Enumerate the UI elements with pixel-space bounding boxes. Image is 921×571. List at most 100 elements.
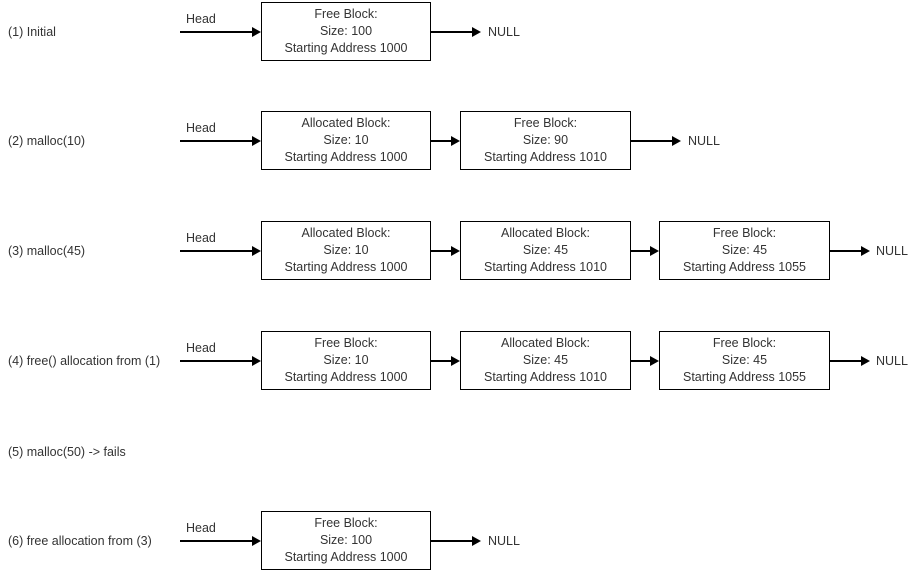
- head-label-4: Head: [186, 341, 216, 355]
- step-label-3: (3) malloc(45): [8, 244, 86, 258]
- block-line-3: Starting Address 1010: [484, 370, 607, 384]
- block-line-2: Size: 90: [522, 133, 569, 147]
- head-arrow-3-shaft: [180, 250, 253, 252]
- connector-arrow-4-1: [431, 355, 460, 366]
- step-label-4: (4) free() allocation from (1): [8, 354, 161, 368]
- head-arrow-6-shaft: [180, 540, 253, 542]
- step-label-2: (2) malloc(10): [8, 134, 86, 148]
- null-arrow-6: [431, 535, 481, 546]
- block-line-3: Starting Address 1000: [284, 370, 408, 384]
- block-line-3: Starting Address 1000: [284, 550, 408, 564]
- memory-block-4-3: Free Block: Size: 45 Starting Address 1055: [659, 331, 830, 390]
- memory-block-3-2: Allocated Block: Size: 45 Starting Address…: [460, 221, 631, 280]
- head-arrow-2-head: [252, 135, 261, 146]
- null-arrow-2-shaft: [631, 140, 673, 142]
- null-arrow-4: [830, 355, 870, 366]
- head-arrow-4-shaft: [180, 360, 253, 362]
- head-arrow-4-head: [252, 355, 261, 366]
- null-label-3: NULL: [876, 244, 908, 258]
- head-arrow-1-head: [252, 26, 261, 37]
- null-arrow-3-head: [861, 245, 870, 256]
- head-arrow-1-shaft: [180, 31, 253, 33]
- head-arrow-3: [180, 245, 261, 256]
- block-line-2: Size: 45: [721, 353, 768, 367]
- block-line-2: Size: 10: [323, 133, 369, 147]
- connector-arrow-4-2-head: [650, 355, 659, 366]
- head-arrow-4: [180, 355, 261, 366]
- connector-arrow-3-1: [431, 245, 460, 256]
- null-arrow-3-shaft: [830, 250, 862, 252]
- block-line-2: Size: 100: [319, 533, 373, 547]
- null-label-6: NULL: [488, 534, 520, 548]
- block-line-1: Allocated Block:: [301, 116, 391, 130]
- block-line-1: Free Block:: [314, 336, 378, 350]
- null-arrow-1: [431, 26, 481, 37]
- block-line-1: Allocated Block:: [501, 226, 590, 240]
- null-arrow-3: [830, 245, 870, 256]
- connector-arrow-2-1-shaft: [431, 140, 452, 142]
- block-line-2: Size: 10: [323, 243, 369, 257]
- null-arrow-1-shaft: [431, 31, 473, 33]
- step-label-6: (6) free allocation from (3): [8, 534, 152, 548]
- block-line-2: Size: 45: [721, 243, 768, 257]
- block-line-2: Size: 45: [522, 353, 569, 367]
- connector-arrow-3-2-head: [650, 245, 659, 256]
- head-label-3: Head: [186, 231, 216, 245]
- memory-block-2-1: Allocated Block: Size: 10 Starting Address…: [261, 111, 431, 170]
- null-label-4: NULL: [876, 354, 908, 368]
- null-arrow-4-head: [861, 355, 870, 366]
- step-label-5: (5) malloc(50) -> fails: [8, 445, 126, 459]
- connector-arrow-4-2: [631, 355, 659, 366]
- connector-arrow-4-1-head: [451, 355, 460, 366]
- connector-arrow-4-1-shaft: [431, 360, 452, 362]
- connector-arrow-3-2-shaft: [631, 250, 651, 252]
- null-label-2: NULL: [688, 134, 720, 148]
- block-line-3: Starting Address 1055: [683, 260, 806, 274]
- connector-arrow-2-1-head: [451, 135, 460, 146]
- head-arrow-2-shaft: [180, 140, 253, 142]
- block-line-3: Starting Address 1000: [284, 260, 408, 274]
- block-line-1: Allocated Block:: [301, 226, 391, 240]
- connector-arrow-3-1-head: [451, 245, 460, 256]
- connector-arrow-4-2-shaft: [631, 360, 651, 362]
- head-arrow-6: [180, 535, 261, 546]
- head-label-1: Head: [186, 12, 216, 26]
- null-arrow-4-shaft: [830, 360, 862, 362]
- block-line-2: Size: 100: [319, 24, 373, 38]
- block-line-1: Free Block:: [712, 226, 777, 240]
- block-line-2: Size: 45: [522, 243, 569, 257]
- head-label-6: Head: [186, 521, 216, 535]
- memory-block-2-2: Free Block: Size: 90 Starting Address 1010: [460, 111, 631, 170]
- block-line-3: Starting Address 1000: [284, 41, 408, 55]
- block-line-3: Starting Address 1000: [284, 150, 408, 164]
- null-arrow-2-head: [672, 135, 681, 146]
- step-label-1: (1) Initial: [8, 25, 56, 39]
- null-label-1: NULL: [488, 25, 520, 39]
- block-line-1: Free Block:: [712, 336, 777, 350]
- block-line-1: Free Block:: [513, 116, 578, 130]
- null-arrow-6-shaft: [431, 540, 473, 542]
- memory-block-4-1: Free Block: Size: 10 Starting Address 1000: [261, 331, 431, 390]
- block-line-3: Starting Address 1055: [683, 370, 806, 384]
- head-arrow-2: [180, 135, 261, 146]
- block-line-3: Starting Address 1010: [484, 150, 607, 164]
- block-line-3: Starting Address 1010: [484, 260, 607, 274]
- head-arrow-3-head: [252, 245, 261, 256]
- memory-block-3-3: Free Block: Size: 45 Starting Address 1055: [659, 221, 830, 280]
- block-line-1: Allocated Block:: [501, 336, 590, 350]
- block-line-1: Free Block:: [314, 7, 378, 21]
- null-arrow-2: [631, 135, 681, 146]
- head-label-2: Head: [186, 121, 216, 135]
- null-arrow-6-head: [472, 535, 481, 546]
- memory-block-4-2: Allocated Block: Size: 45 Starting Address…: [460, 331, 631, 390]
- null-arrow-1-head: [472, 26, 481, 37]
- connector-arrow-3-2: [631, 245, 659, 256]
- head-arrow-6-head: [252, 535, 261, 546]
- block-line-2: Size: 10: [323, 353, 369, 367]
- head-arrow-1: [180, 26, 261, 37]
- memory-block-3-1: Allocated Block: Size: 10 Starting Address…: [261, 221, 431, 280]
- connector-arrow-2-1: [431, 135, 460, 146]
